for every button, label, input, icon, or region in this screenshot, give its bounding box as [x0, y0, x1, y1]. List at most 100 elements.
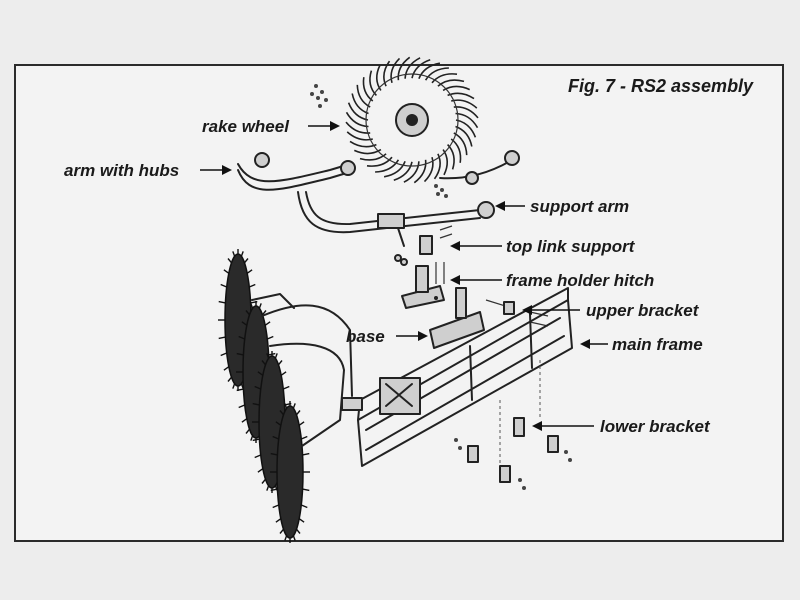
assembled-rake-tine — [274, 353, 278, 359]
assembled-rake-tine — [272, 504, 279, 509]
label-rake-wheel: rake wheel — [202, 117, 290, 136]
figure-title: Fig. 7 - RS2 assembly — [568, 76, 754, 96]
assembled-rake-tine — [232, 251, 236, 257]
rake-tine — [424, 67, 449, 81]
assembled-rake-tine — [275, 421, 282, 426]
assembled-rake-tine — [227, 376, 233, 382]
assembled-rake-tine — [236, 388, 244, 392]
assembled-rake-tine — [254, 385, 261, 390]
label-support-arm: support arm — [530, 197, 629, 216]
assembled-rake-tine — [241, 321, 248, 326]
assembled-rake-tine — [279, 410, 285, 416]
assembled-rake-tine — [302, 488, 310, 492]
assembled-rake-tine — [261, 478, 267, 484]
assembled-rake-tine — [267, 335, 274, 340]
label-top-link-support: top link support — [506, 237, 636, 256]
frame-holder-hitch-part — [401, 262, 445, 309]
assembled-rake-tine — [245, 428, 251, 434]
support-arm-part — [297, 191, 495, 247]
rake-tine — [397, 56, 411, 81]
assembled-rake-tine — [254, 454, 261, 459]
assembled-rake-tine — [240, 251, 244, 257]
assembled-rake-tine — [284, 535, 288, 541]
assembled-rake-tine — [292, 403, 296, 409]
assembled-rake-tine — [275, 518, 282, 523]
assembled-rake-tine — [266, 485, 270, 491]
assembled-rake-tine — [223, 366, 230, 371]
assembled-rake-tine — [220, 352, 227, 357]
assembled-rake-tine — [279, 528, 285, 534]
assembled-rake-tine — [245, 310, 251, 316]
rake-tine — [431, 73, 458, 84]
assembled-rake-tine — [236, 352, 244, 356]
rake-tine — [375, 159, 400, 173]
assembled-rake-tine — [257, 371, 264, 376]
figure-frame — [14, 64, 784, 542]
assembled-rake-tine — [257, 468, 264, 473]
assembled-rake-tine — [292, 535, 296, 541]
assembled-rake-tine — [238, 404, 245, 409]
rake-tine — [359, 153, 387, 161]
rake-tine — [442, 85, 471, 92]
rake-tine — [390, 57, 401, 84]
rake-tine — [353, 148, 382, 155]
assembled-rake-tine — [218, 336, 226, 340]
assembled-rake-tine — [243, 258, 249, 264]
upper-bracket-part — [485, 299, 549, 327]
assembled-rake-tine — [249, 283, 256, 288]
assembled-rake-tine — [223, 269, 230, 274]
rake-tine — [433, 153, 441, 180]
assembled-rake-tine — [266, 353, 270, 359]
rake-tine — [437, 79, 465, 87]
label-lower-bracket: lower bracket — [600, 417, 711, 436]
rake-wheel-hardware — [310, 84, 448, 198]
assembled-rake-tine — [270, 488, 278, 492]
rake-tine — [375, 64, 382, 91]
rake-wheel-rim — [365, 73, 459, 167]
assembled-rake-tine — [258, 303, 262, 309]
assembled-rake-tine — [246, 269, 253, 274]
assembled-rake-tine — [301, 504, 308, 509]
assembled-rake-tine — [264, 321, 271, 326]
assembled-rake-wheels — [218, 249, 310, 543]
assembled-rake-tine — [252, 438, 260, 442]
main-frame-part — [357, 287, 573, 467]
assembled-rake-tine — [250, 435, 254, 441]
rake-tine — [423, 156, 434, 183]
assembled-rake-tine — [241, 418, 248, 423]
rake-tine — [411, 58, 431, 79]
assembled-rake-tine — [261, 360, 267, 366]
assembled-rake-tine — [252, 402, 260, 406]
leader-arrows — [200, 121, 608, 431]
label-main-frame: main frame — [612, 335, 703, 354]
rake-tine — [403, 161, 420, 183]
assembled-rake-tine — [280, 371, 287, 376]
arm-with-hubs-part — [237, 150, 520, 191]
base-part — [429, 287, 485, 349]
assembled-rake-tine — [277, 360, 283, 366]
assembled-arm — [251, 293, 363, 447]
assembled-rake-tine — [295, 528, 301, 534]
rake-tine — [393, 161, 413, 182]
assembled-rake-tine — [298, 518, 305, 523]
assembled-rake-tine — [218, 300, 226, 304]
rake-wheel-hub-center — [406, 114, 418, 126]
top-link-support-part — [394, 225, 453, 266]
rake-tine — [369, 70, 377, 96]
rake-tine — [447, 144, 455, 170]
rake-tine — [366, 156, 393, 167]
label-arm-with-hubs: arm with hubs — [64, 161, 179, 180]
rake-tine — [413, 159, 427, 184]
assembled-rake-tine — [227, 258, 233, 264]
assembled-rake-tine — [238, 335, 245, 340]
assembled-rake-tine — [302, 452, 310, 456]
assembled-rake-tine — [284, 403, 288, 409]
assembled-rake-tine — [298, 421, 305, 426]
rake-tine — [404, 57, 421, 79]
lower-bracket-part — [454, 360, 572, 490]
label-base: base — [346, 327, 385, 346]
assembled-rake-tine — [250, 303, 254, 309]
assembled-rake-tine — [283, 385, 290, 390]
assembled-rake-tine — [295, 410, 301, 416]
